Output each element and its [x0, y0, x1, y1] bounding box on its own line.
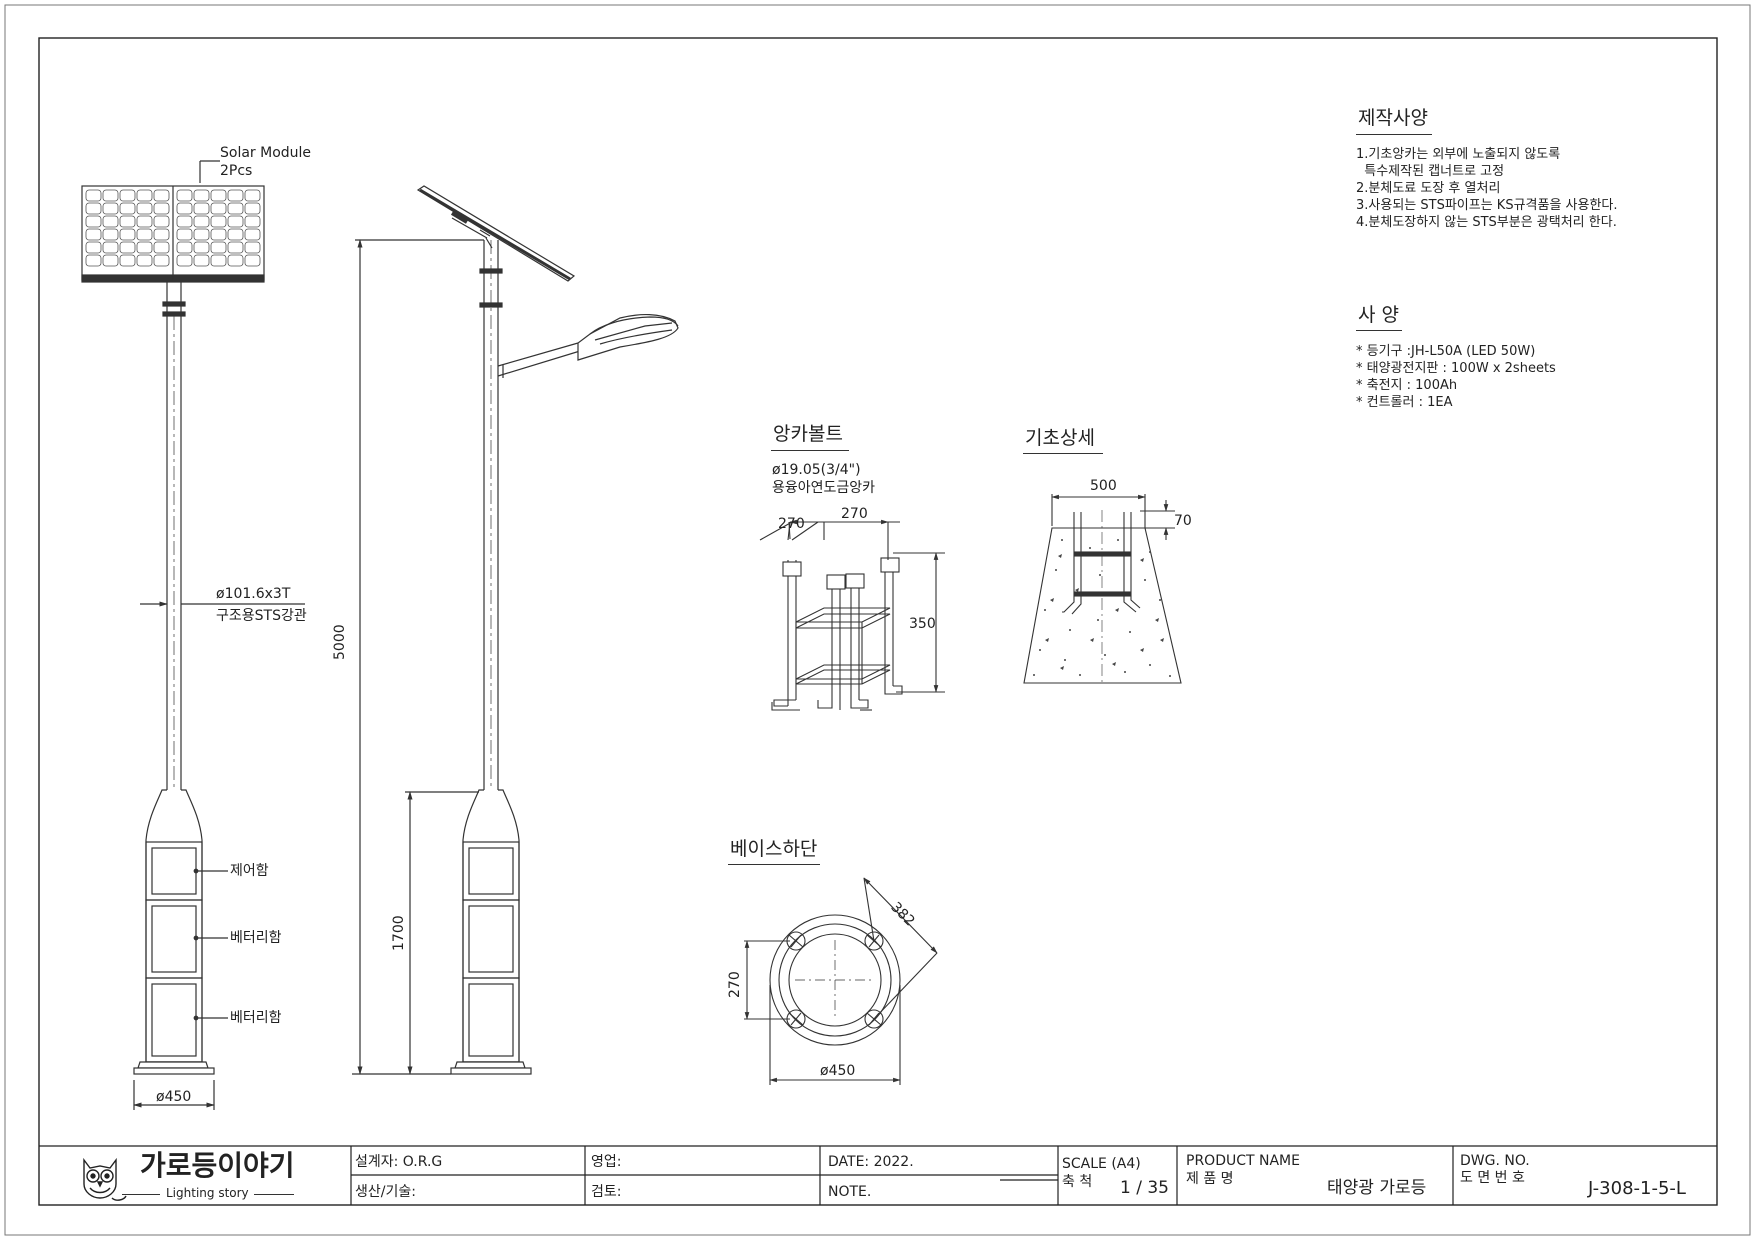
dwg-label: DWG. NO.	[1460, 1153, 1530, 1169]
pole-material-label: 구조용STS강관	[216, 608, 307, 624]
height-total-dim: 5000	[332, 624, 348, 660]
product-label: PRODUCT NAME	[1186, 1153, 1300, 1169]
base-bottom-drawing	[744, 877, 938, 1085]
company-en: Lighting story	[166, 1186, 249, 1200]
production-field: 생산/기술:	[355, 1184, 416, 1200]
anchor-desc-2: 용융아연도금앙카	[772, 480, 876, 496]
designer-field: 설계자: O.R.G	[355, 1154, 443, 1170]
base-bottom-dim-side: 270	[727, 971, 743, 998]
anchor-dim-h: 350	[909, 616, 936, 632]
spec-notes-title: 제작사양	[1358, 107, 1428, 129]
foundation-dim-t: 70	[1174, 513, 1192, 529]
title-block-grid	[39, 1145, 1717, 1205]
side-view-pole	[352, 185, 679, 1075]
base-bottom-title: 베이스하단	[730, 838, 818, 860]
spec-note-line: 2.분체도료 도장 후 열처리	[1356, 181, 1501, 196]
dwg-value: J-308-1-5-L	[1588, 1178, 1686, 1199]
owl-logo-icon	[83, 1157, 127, 1201]
foundation-drawing	[1023, 494, 1182, 684]
battery-box-label-2: 베터리함	[230, 1010, 282, 1026]
anchor-title: 앙카볼트	[773, 423, 843, 445]
spec-note-line: 1.기초앙카는 외부에 노출되지 않도록	[1356, 147, 1561, 162]
solar-module-label: Solar Module	[220, 145, 312, 161]
height-base-dim: 1700	[391, 915, 407, 951]
note-field: NOTE.	[828, 1184, 872, 1200]
spec-list: * 등기구 :JH-L50A (LED 50W) * 태양광전지판 : 100W…	[1356, 343, 1556, 411]
scale-ko: 축 척	[1062, 1174, 1093, 1190]
base-bottom-dim-dia: ø450	[820, 1063, 856, 1079]
date-field: DATE: 2022.	[828, 1154, 914, 1170]
anchor-bolt-drawing	[759, 519, 945, 711]
dwg-ko: 도 면 번 호	[1460, 1170, 1525, 1186]
control-box-label: 제어함	[230, 863, 269, 879]
spec-note-line: 3.사용되는 STS파이프는 KS규격품을 사용한다.	[1356, 198, 1618, 213]
sales-field: 영업:	[591, 1154, 622, 1170]
review-field: 검토:	[591, 1184, 622, 1200]
spec-line: * 등기구 :JH-L50A (LED 50W)	[1356, 344, 1536, 359]
spec-note-line: 4.분체도장하지 않는 STS부분은 광택처리 한다.	[1356, 215, 1617, 230]
foundation-dim-w: 500	[1090, 478, 1117, 494]
front-view-pole	[81, 160, 305, 1110]
spec-title: 사 양	[1358, 304, 1399, 326]
spec-notes-list: 1.기초앙카는 외부에 노출되지 않도록 특수제작된 캡너트로 고정 2.분체도…	[1356, 146, 1618, 231]
spec-note-line: 특수제작된 캡너트로 고정	[1356, 164, 1505, 179]
scale-label: SCALE (A4)	[1062, 1156, 1141, 1172]
spec-line: * 태양광전지판 : 100W x 2sheets	[1356, 361, 1556, 376]
foundation-title: 기초상세	[1025, 427, 1095, 449]
product-value: 태양광 가로등	[1327, 1178, 1427, 1198]
anchor-dim-a: 270	[778, 516, 805, 532]
solar-count-label: 2Pcs	[220, 163, 253, 179]
company-name: 가로등이야기	[140, 1149, 295, 1182]
pole-spec-label: ø101.6x3T	[216, 586, 291, 602]
base-diameter-front: ø450	[156, 1089, 192, 1105]
anchor-dim-b: 270	[841, 506, 868, 522]
anchor-desc-1: ø19.05(3/4")	[772, 462, 861, 478]
spec-line: * 축전지 : 100Ah	[1356, 378, 1458, 393]
battery-box-label-1: 베터리함	[230, 930, 282, 946]
scale-value: 1 / 35	[1120, 1178, 1169, 1198]
spec-line: * 컨트롤러 : 1EA	[1356, 395, 1453, 410]
product-ko: 제 품 명	[1186, 1171, 1234, 1187]
